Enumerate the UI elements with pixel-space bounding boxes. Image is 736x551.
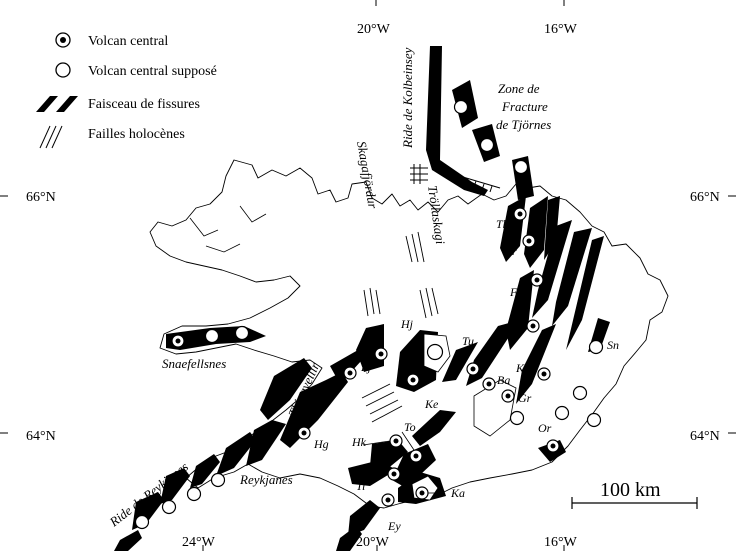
scale-bar: 100 km	[571, 479, 698, 509]
code-ba: Ba	[497, 373, 510, 387]
code-as: As	[509, 313, 522, 327]
legend-holocene-faults-icon	[39, 125, 63, 149]
coord-right-66n: 66°N	[690, 190, 720, 205]
code-tu: Tu	[462, 334, 474, 348]
code-or: Or	[538, 421, 552, 435]
tjornes-fault-ticks	[449, 173, 493, 193]
legend-fissure-swarm-icon	[36, 96, 78, 112]
code-to: To	[404, 420, 416, 434]
legend-holocene-faults-label: Failles holocènes	[88, 127, 185, 142]
label-tjornes-line-2: Fracture	[501, 99, 548, 114]
label-reykjanes: Reykjanes	[239, 472, 293, 487]
label-kolbeinsey-ridge: Ride de Kolbeinsey	[400, 47, 415, 149]
code-ka: Ka	[450, 486, 465, 500]
code-kv: Kv	[515, 361, 530, 375]
coord-top-20w: 20°W	[357, 22, 391, 37]
scale-bar-label: 100 km	[600, 479, 661, 501]
code-ke: Ke	[424, 397, 439, 411]
volcano-codes: Th Kr Fr As Sn Kv Tu Ba Gr Or Hj Lj Ke H…	[313, 217, 619, 533]
coord-left-64n: 64°N	[26, 429, 56, 444]
coord-left-66n: 66°N	[26, 190, 56, 205]
central-volcanoes	[171, 207, 560, 507]
label-tjornes-line-3: de Tjörnes	[496, 117, 551, 132]
coord-top-16w: 16°W	[544, 22, 578, 37]
legend-supposed-volcano-icon	[55, 62, 71, 78]
ridge-bars	[410, 164, 428, 184]
label-tjornes-line-1: Zone de	[498, 81, 540, 96]
code-hg: Hg	[313, 437, 329, 451]
code-gr: Gr	[518, 391, 532, 405]
code-fr: Fr	[509, 285, 522, 299]
legend-central-volcano-label: Volcan central	[88, 34, 168, 49]
tjornes-fault-line	[445, 171, 501, 189]
coord-bottom-24w: 24°W	[182, 535, 216, 550]
code-ey: Ey	[387, 519, 401, 533]
code-kr: Kr	[503, 244, 517, 258]
coord-bottom-16w: 16°W	[544, 535, 578, 550]
code-th: Th	[496, 217, 509, 231]
leader-hk	[362, 440, 391, 446]
fjord-lines	[189, 205, 267, 253]
legend-supposed-volcano-label: Volcan central supposé	[88, 64, 217, 79]
leader-to	[401, 431, 415, 451]
coord-bottom-20w: 20°W	[356, 535, 390, 550]
holocene-faults	[361, 231, 439, 423]
code-hk: Hk	[351, 435, 367, 449]
code-hj: Hj	[400, 317, 414, 331]
supposed-volcanoes	[134, 99, 604, 530]
legend-fissure-swarm-label: Faisceau de fissures	[88, 97, 200, 112]
legend-central-volcano-icon	[55, 32, 71, 48]
code-lj: Lj	[360, 360, 372, 374]
coord-right-64n: 64°N	[690, 429, 720, 444]
code-sn: Sn	[607, 338, 619, 352]
label-snaefellsnes: Snaefellsnes	[162, 356, 226, 371]
legend: Volcan central Volcan central supposé Fa…	[36, 32, 217, 149]
code-ti: Ti	[356, 479, 365, 493]
